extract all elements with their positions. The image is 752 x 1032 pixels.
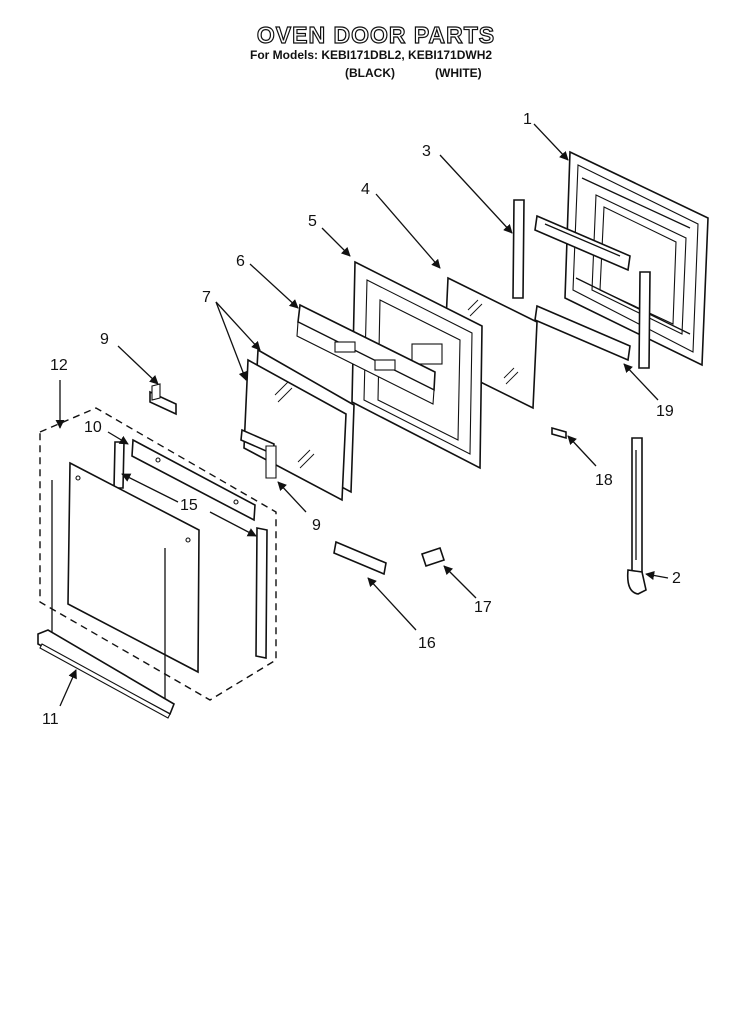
part-17-latch — [420, 546, 446, 568]
callout-18: 18 — [595, 472, 613, 489]
callout-3: 3 — [422, 143, 431, 160]
callout-9-lower: 9 — [312, 517, 321, 534]
callout-9-upper: 9 — [100, 331, 109, 348]
part-10-top-trim — [131, 438, 256, 522]
callout-12: 12 — [50, 357, 68, 374]
leader-lines — [55, 123, 669, 707]
callout-16: 16 — [418, 635, 436, 652]
callout-11: 11 — [42, 711, 59, 728]
part-7-glass-pack — [243, 348, 355, 502]
part-11-door-bottom-trim — [37, 629, 175, 719]
part-9-clip-upper — [149, 383, 177, 416]
callout-17: 17 — [474, 599, 492, 616]
part-12-outer-door-assembly — [39, 407, 277, 701]
callout-5: 5 — [308, 213, 317, 230]
callout-1: 1 — [523, 111, 532, 128]
models-line: For Models: KEBI171DBL2, KEBI171DWH2 — [250, 48, 493, 62]
part-18-small-clip — [551, 426, 567, 440]
part-16-vent — [333, 540, 387, 576]
part-19-door-channels — [534, 214, 631, 362]
callout-2: 2 — [672, 570, 681, 587]
callout-10: 10 — [84, 419, 102, 436]
callout-4: 4 — [361, 181, 370, 198]
part-15-side-trims — [113, 441, 268, 659]
page-title: OVEN DOOR PARTS — [256, 21, 496, 48]
callout-numbers: 1 3 4 5 6 7 9 12 10 15 9 11 16 17 18 19 … — [42, 111, 681, 728]
outer-door-glass — [51, 461, 200, 700]
callout-6: 6 — [236, 253, 245, 270]
part-6-heat-shield — [296, 303, 436, 405]
part-2-hinge-arm — [626, 437, 647, 595]
part-9-clip-lower — [240, 428, 277, 479]
black-model-label: (BLACK) — [345, 66, 395, 80]
callout-15: 15 — [180, 497, 198, 514]
white-model-label: (WHITE) — [435, 66, 482, 80]
callout-7: 7 — [202, 289, 211, 306]
callout-19: 19 — [656, 403, 674, 420]
part-3-side-trims — [512, 199, 651, 369]
part-1-inner-door-frame — [564, 150, 709, 367]
